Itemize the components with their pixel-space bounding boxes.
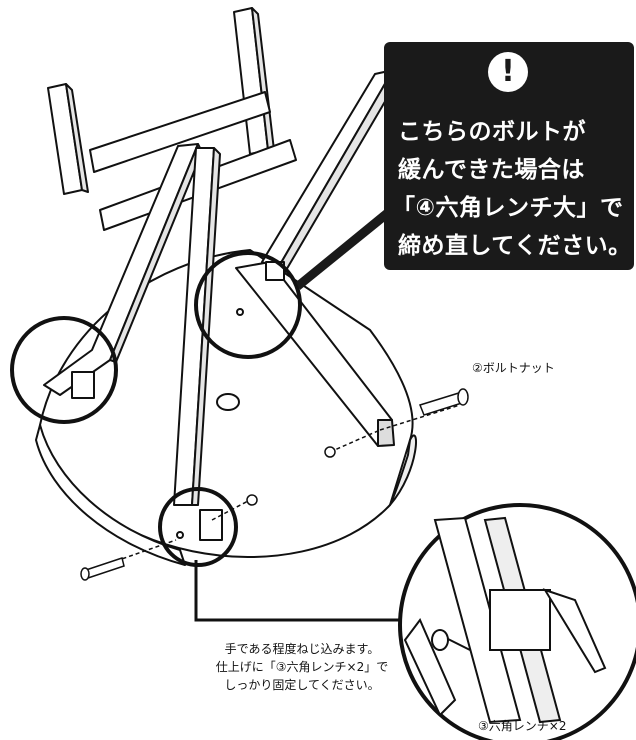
bolt-parts	[80, 388, 469, 581]
callout-line-3: 「④六角レンチ大」で	[392, 195, 624, 221]
leader-line	[194, 560, 405, 622]
callout-pointer	[296, 210, 384, 290]
seat-center-hole	[216, 393, 240, 411]
instruction-line-2: 仕上げに「③六角レンチ×2」で	[215, 660, 389, 674]
highlight-circles	[10, 251, 302, 567]
warning-callout: ! こちらのボルトが 緩んできた場合は 「④六角レンチ大」で 締め直してください…	[384, 42, 634, 270]
callout-line-1: こちらのボルトが	[398, 119, 586, 145]
instruction-line-1: 手である程度ねじ込みます。	[224, 642, 380, 656]
stool-leg-front-center	[173, 147, 223, 541]
exclamation-icon: !	[488, 52, 528, 92]
callout-line-4: 締め直してください。	[398, 233, 632, 259]
hex-wrench-label: ③六角レンチ×2	[478, 719, 567, 733]
callout-line-2: 緩んできた場合は	[398, 157, 585, 183]
bolt-nut-label: ②ボルトナット	[472, 361, 555, 375]
zoom-detail	[398, 503, 636, 740]
instruction-line-3: しっかり固定してください。	[224, 678, 380, 692]
